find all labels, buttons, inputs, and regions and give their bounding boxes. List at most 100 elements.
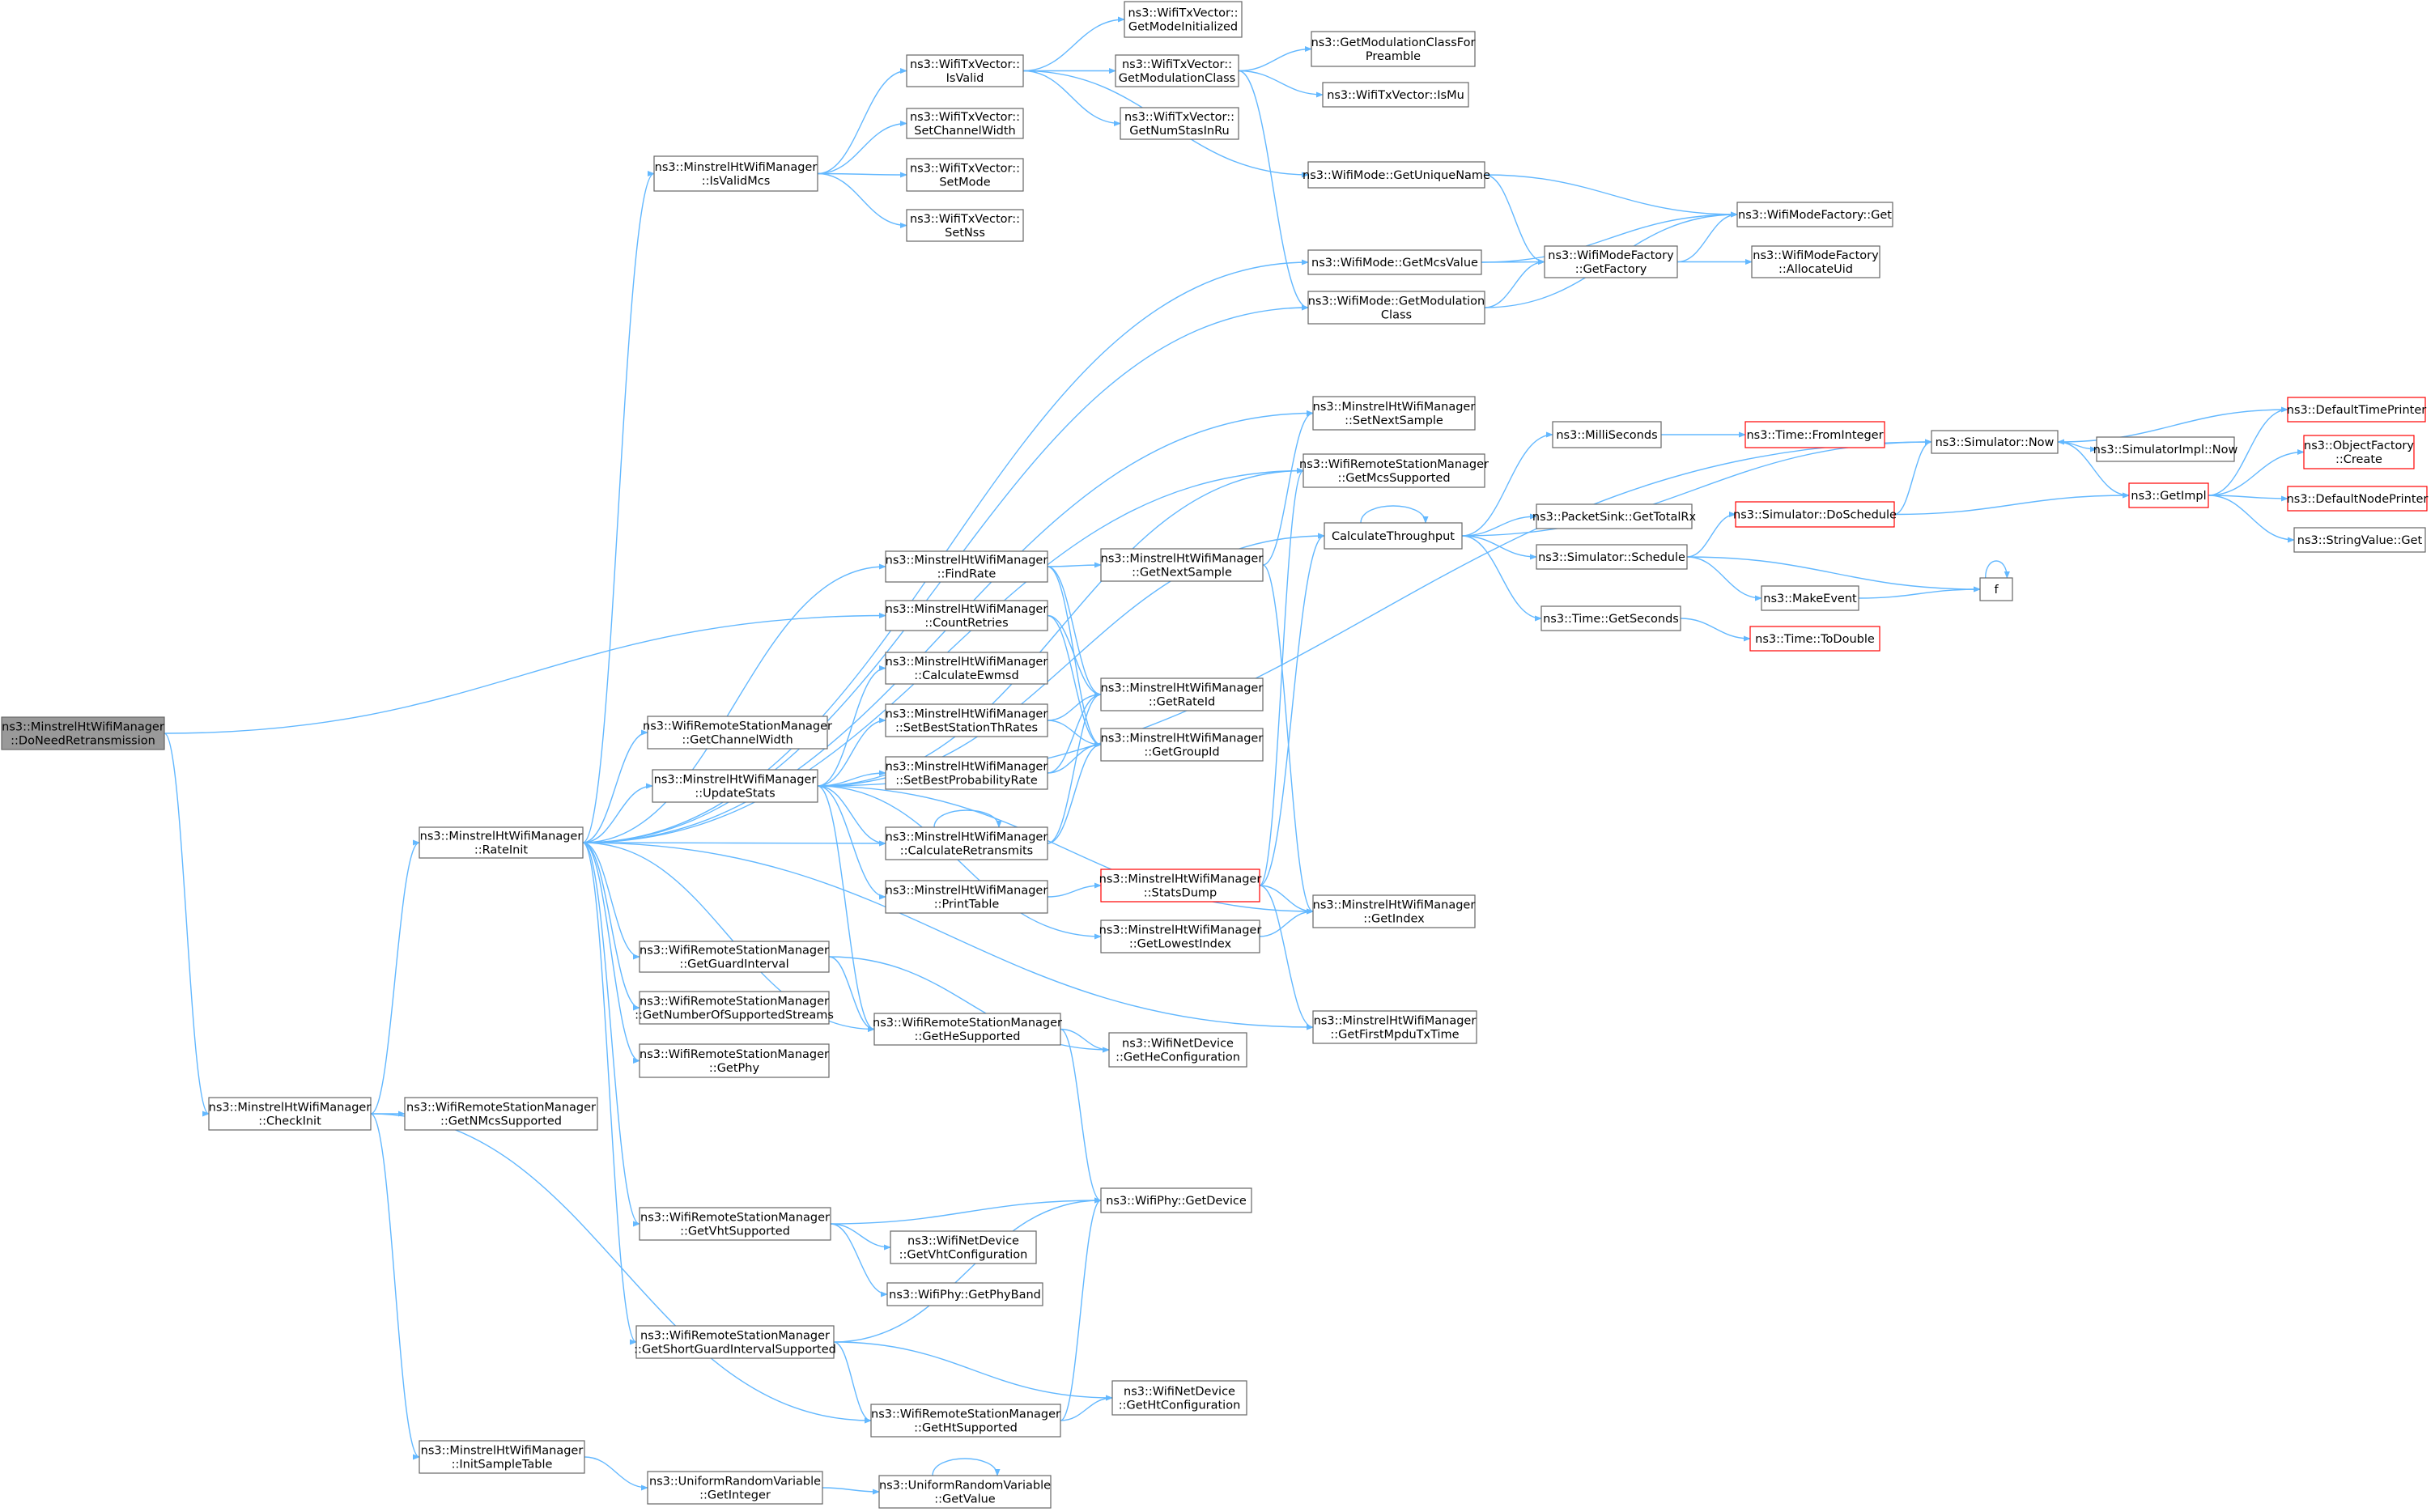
node-getnumsta[interactable]: ns3::WifiTxVector::GetNumStasInRu [1120, 107, 1239, 140]
node-label: ::GetRateId [1149, 696, 1215, 709]
node-getlowestindex[interactable]: ns3::MinstrelHtWifiManager::GetLowestInd… [1099, 920, 1262, 953]
edge-getuniquename-to-wmf_get [1484, 174, 1738, 218]
node-urv_getint[interactable]: ns3::UniformRandomVariable::GetInteger [647, 1471, 823, 1505]
node-gethtsupp[interactable]: ns3::WifiRemoteStationManager::GetHtSupp… [870, 1404, 1061, 1438]
node-setbestprob[interactable]: ns3::MinstrelHtWifiManager::SetBestProba… [885, 756, 1048, 790]
node-todouble[interactable]: ns3::Time::ToDouble [1749, 626, 1880, 652]
node-printtable[interactable]: ns3::MinstrelHtWifiManager::PrintTable [885, 880, 1048, 914]
node-getmcssupported[interactable]: ns3::WifiRemoteStationManager::GetMcsSup… [1299, 453, 1489, 488]
node-checkinit[interactable]: ns3::MinstrelHtWifiManager::CheckInit [208, 1097, 372, 1131]
node-getfirstmpdu[interactable]: ns3::MinstrelHtWifiManager::GetFirstMpdu… [1312, 1010, 1477, 1044]
node-getmodclass[interactable]: ns3::WifiMode::GetModulationClass [1307, 291, 1485, 325]
node-stringvalue[interactable]: ns3::StringValue::Get [2293, 527, 2426, 553]
node-box [1312, 894, 1476, 928]
node-getchannelwidth[interactable]: ns3::WifiRemoteStationManager::GetChanne… [643, 716, 832, 750]
node-label: ns3::MinstrelHtWifiManager [1313, 401, 1476, 414]
node-makeevent[interactable]: ns3::MakeEvent [1761, 585, 1859, 611]
node-doschedule[interactable]: ns3::Simulator::DoSchedule [1733, 501, 1897, 528]
node-doneed[interactable]: ns3::MinstrelHtWifiManager::DoNeedRetran… [1, 716, 165, 750]
node-getphyband[interactable]: ns3::WifiPhy::GetPhyBand [886, 1282, 1043, 1306]
node-box [1311, 31, 1476, 67]
node-label: ns3::WifiTxVector:: [910, 213, 1020, 226]
node-simnow[interactable]: ns3::Simulator::Now [1931, 430, 2059, 454]
node-wmf_get[interactable]: ns3::WifiModeFactory::Get [1736, 202, 1893, 227]
node-label: ::RateInit [474, 844, 529, 857]
node-label: ::SetNextSample [1345, 414, 1443, 427]
node-gettotalrx[interactable]: ns3::PacketSink::GetTotalRx [1532, 503, 1697, 529]
node-setchw[interactable]: ns3::WifiTxVector::SetChannelWidth [906, 108, 1024, 139]
node-getfactory[interactable]: ns3::WifiModeFactory::GetFactory [1544, 245, 1678, 278]
node-getheconf[interactable]: ns3::WifiNetDevice::GetHeConfiguration [1108, 1032, 1247, 1068]
edge-updatestats-to-setbestth [817, 717, 886, 787]
node-calcthroughput[interactable]: CalculateThroughput [1324, 522, 1463, 550]
node-fromint[interactable]: ns3::Time::FromInteger [1744, 421, 1885, 448]
node-getdevice[interactable]: ns3::WifiPhy::GetDevice [1100, 1187, 1252, 1213]
node-setnextsample[interactable]: ns3::MinstrelHtWifiManager::SetNextSampl… [1312, 396, 1476, 431]
node-getnextsample[interactable]: ns3::MinstrelHtWifiManager::GetNextSampl… [1100, 548, 1264, 582]
node-defnodeprinter[interactable]: ns3::DefaultNodePrinter [2287, 486, 2429, 512]
edge-statsdump-to-getmcssupported [1259, 468, 1304, 886]
node-getguard[interactable]: ns3::WifiRemoteStationManager::GetGuardI… [639, 941, 830, 973]
node-f[interactable]: f [1979, 577, 2013, 601]
node-getvhtconf[interactable]: ns3::WifiNetDevice::GetVhtConfiguration [890, 1230, 1037, 1264]
node-getgroupid[interactable]: ns3::MinstrelHtWifiManager::GetGroupId [1100, 728, 1264, 762]
edge-urv_getint-to-urv_getval [822, 1487, 880, 1495]
node-label: ns3::WifiRemoteStationManager [1299, 458, 1489, 471]
node-rateinit[interactable]: ns3::MinstrelHtWifiManager::RateInit [419, 826, 584, 859]
node-getindex[interactable]: ns3::MinstrelHtWifiManager::GetIndex [1312, 894, 1476, 928]
node-ismu[interactable]: ns3::WifiTxVector::IsMu [1322, 82, 1469, 108]
node-initsample[interactable]: ns3::MinstrelHtWifiManager::InitSampleTa… [419, 1440, 585, 1474]
node-box [639, 991, 830, 1025]
node-objfactory[interactable]: ns3::ObjectFactory::Create [2303, 435, 2415, 469]
node-label: ns3::WifiRemoteStationManager [640, 996, 829, 1009]
node-getimpl[interactable]: ns3::GetImpl [2128, 482, 2209, 508]
node-isvalid[interactable]: ns3::WifiTxVector::IsValid [906, 54, 1024, 87]
node-gethesupp[interactable]: ns3::WifiRemoteStationManager::GetHeSupp… [873, 1013, 1062, 1046]
node-getmcsvalue[interactable]: ns3::WifiMode::GetMcsValue [1307, 249, 1482, 275]
node-getuniquename[interactable]: ns3::WifiMode::GetUniqueName [1302, 161, 1490, 189]
node-countretries[interactable]: ns3::MinstrelHtWifiManager::CountRetries [885, 600, 1048, 631]
node-box [639, 1207, 831, 1241]
node-getmodeinit[interactable]: ns3::WifiTxVector::GetModeInitialized [1124, 1, 1243, 38]
node-label: ns3::MinstrelHtWifiManager [886, 603, 1048, 616]
node-milliseconds[interactable]: ns3::MilliSeconds [1552, 421, 1662, 448]
edge-rateinit-to-getsgi [582, 842, 637, 1345]
node-getnumstreams[interactable]: ns3::WifiRemoteStationManager::GetNumber… [635, 991, 834, 1025]
node-box [2096, 436, 2235, 462]
node-allocateuid[interactable]: ns3::WifiModeFactory::AllocateUid [1751, 245, 1880, 278]
node-box [635, 1325, 835, 1359]
node-getnmcs[interactable]: ns3::WifiRemoteStationManager::GetNMcsSu… [404, 1097, 598, 1131]
node-setbestth[interactable]: ns3::MinstrelHtWifiManager::SetBestStati… [885, 703, 1048, 737]
node-label: ns3::WifiTxVector:: [910, 163, 1020, 176]
node-statsdump[interactable]: ns3::MinstrelHtWifiManager::StatsDump [1099, 869, 1262, 903]
node-getsgi[interactable]: ns3::WifiRemoteStationManager::GetShortG… [634, 1325, 836, 1359]
node-box [1736, 202, 1893, 227]
node-deftimeprinter[interactable]: ns3::DefaultTimePrinter [2287, 397, 2426, 423]
edge-getlowestindex-to-getindex [1259, 908, 1314, 937]
node-label: ::GetChannelWidth [682, 734, 793, 747]
node-setnss[interactable]: ns3::WifiTxVector::SetNss [906, 209, 1024, 242]
node-gethtconf[interactable]: ns3::WifiNetDevice::GetHtConfiguration [1111, 1380, 1247, 1416]
node-label: ::GetGuardInterval [679, 958, 788, 971]
node-getvhtsupp[interactable]: ns3::WifiRemoteStationManager::GetVhtSup… [639, 1207, 831, 1241]
edge-rateinit-to-getguard [582, 842, 640, 960]
node-isvalidmcs[interactable]: ns3::MinstrelHtWifiManager::IsValidMcs [653, 155, 818, 192]
node-urv_getval[interactable]: ns3::UniformRandomVariable::GetValue [878, 1475, 1052, 1509]
node-schedule[interactable]: ns3::Simulator::Schedule [1536, 544, 1688, 570]
node-getmodclass_tx[interactable]: ns3::WifiTxVector::GetModulationClass [1115, 54, 1239, 87]
node-getphy[interactable]: ns3::WifiRemoteStationManager::GetPhy [639, 1043, 830, 1078]
node-findrate[interactable]: ns3::MinstrelHtWifiManager::FindRate [885, 550, 1048, 583]
node-label: ns3::Time::ToDouble [1755, 633, 1875, 646]
node-label: ns3::MinstrelHtWifiManager [886, 554, 1048, 567]
node-getrateid[interactable]: ns3::MinstrelHtWifiManager::GetRateId [1100, 677, 1264, 711]
node-updatestats[interactable]: ns3::MinstrelHtWifiManager::UpdateStats [652, 769, 818, 803]
node-calcretrans[interactable]: ns3::MinstrelHtWifiManager::CalculateRet… [885, 826, 1048, 860]
node-label: ::SetBestStationThRates [895, 722, 1038, 735]
node-setmode[interactable]: ns3::WifiTxVector::SetMode [906, 158, 1024, 192]
node-calcewmsd[interactable]: ns3::MinstrelHtWifiManager::CalculateEwm… [885, 652, 1048, 685]
node-label: ns3::GetModulationClassFor [1311, 36, 1476, 49]
node-label: ns3::WifiPhy::GetPhyBand [889, 1289, 1041, 1302]
node-simimplnow[interactable]: ns3::SimulatorImpl::Now [2093, 436, 2238, 462]
node-getseconds[interactable]: ns3::Time::GetSeconds [1540, 605, 1681, 631]
